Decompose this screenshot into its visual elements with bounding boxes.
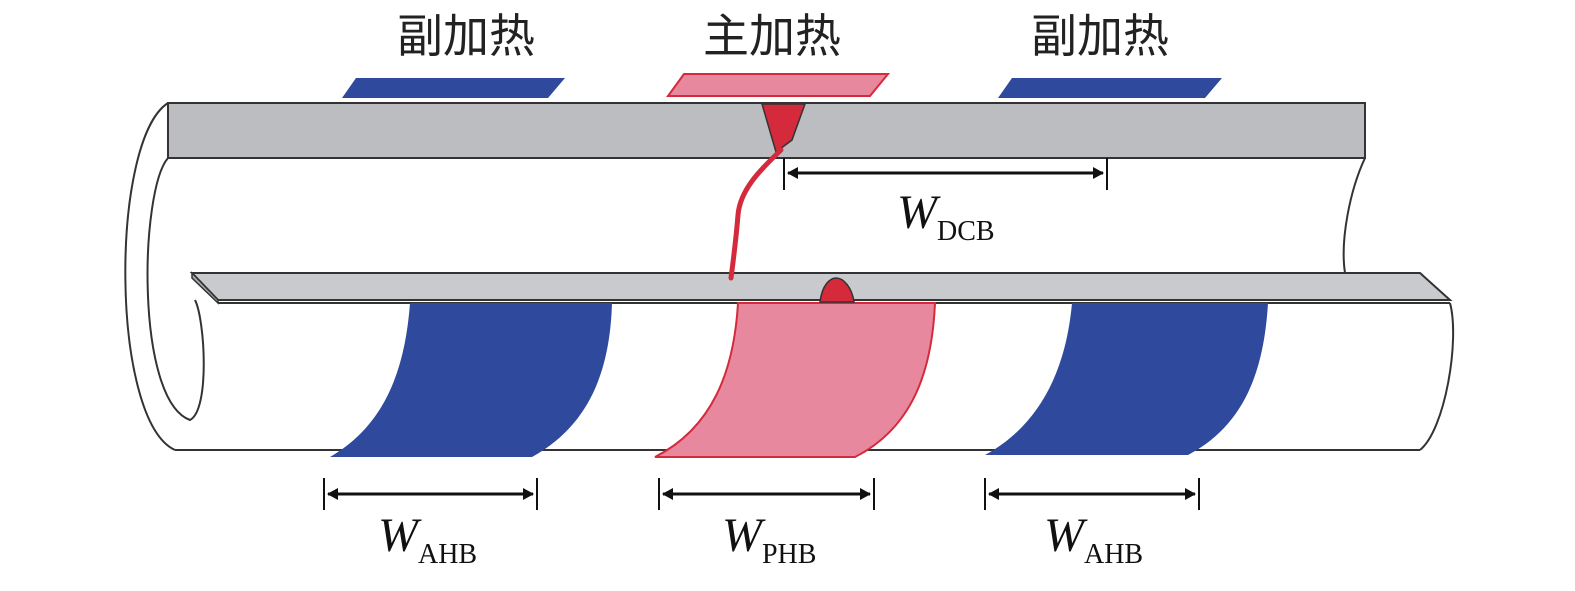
ahb-left-dimension: WAHB [323,478,538,570]
ahb-left-symbol: W [378,509,422,562]
top-aux-heater-right [998,78,1222,98]
dcb-label: WDCB [897,186,995,247]
pipe-left-end-inner [146,157,205,422]
weld-and-crack [728,103,855,303]
bottom-aux-heater-right [985,303,1268,455]
ahb-right-label: WAHB [1044,509,1143,570]
top-wall-section [167,102,1366,159]
ahb-left-subscript: AHB [418,539,477,570]
bottom-weld-seam [819,277,855,303]
crack-line [728,147,784,281]
phb-subscript: PHB [762,539,816,570]
phb-dimension: WPHB [658,478,875,570]
top-weld-seam [761,103,807,154]
bottom-aux-heater-left [330,303,612,457]
pipe-left-end-outer [124,102,176,451]
phb-symbol: W [722,509,766,562]
top-aux-heater-left [342,78,565,98]
dcb-symbol: W [897,186,941,239]
bottom-heater-bands [330,302,1268,458]
center-heater-label: 主加热 [703,9,841,63]
ahb-left-label: WAHB [378,509,477,570]
right-heater-label: 副加热 [1031,9,1169,63]
dcb-subscript: DCB [937,216,995,247]
bottom-primary-heater [654,302,937,458]
pipe-right-end [1419,302,1455,451]
pipe [124,102,1455,451]
top-heater-plates [342,73,1222,98]
dcb-dimension: WDCB [783,158,1108,247]
left-heater-label: 副加热 [397,9,535,63]
pipe-inner-back-right [1342,157,1366,274]
ahb-right-symbol: W [1044,509,1088,562]
top-primary-heater [666,73,891,97]
ahb-right-subscript: AHB [1084,539,1143,570]
ahb-right-dimension: WAHB [984,478,1200,570]
phb-label: WPHB [722,509,816,570]
